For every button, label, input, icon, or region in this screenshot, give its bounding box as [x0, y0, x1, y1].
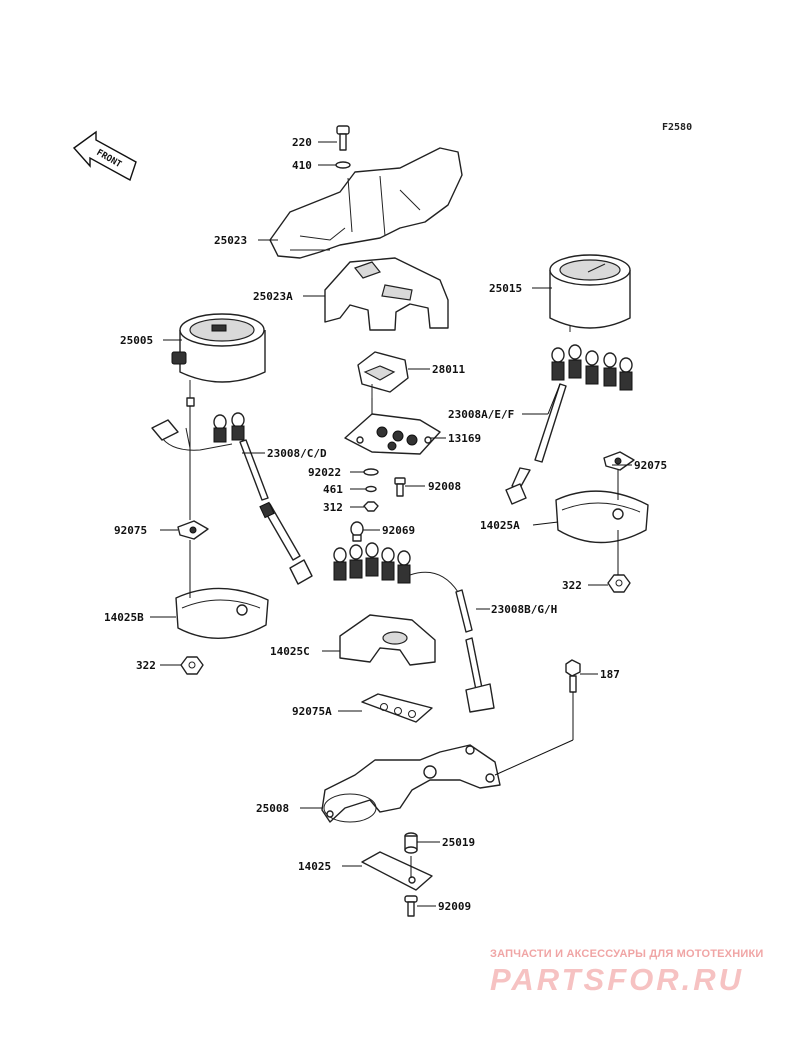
meter-case-14025c: [339, 614, 436, 666]
label-92022: 92022: [308, 466, 341, 479]
harness-23008cd: [151, 412, 313, 585]
collar-25019: [404, 832, 418, 854]
label-28011: 28011: [432, 363, 465, 376]
leader-lines: [150, 141, 632, 907]
label-322-right: 322: [562, 579, 582, 592]
grommet-92075-right: [603, 451, 635, 471]
washer-461: [365, 485, 377, 493]
speedometer-25005: [171, 313, 266, 407]
label-92075-right: 92075: [634, 459, 667, 472]
label-13169: 13169: [448, 432, 481, 445]
plate-14025: [361, 851, 433, 891]
pad-92075a: [361, 693, 433, 723]
label-92069: 92069: [382, 524, 415, 537]
upper-cover-25023: [269, 147, 463, 259]
label-25015: 25015: [489, 282, 522, 295]
label-92075-left: 92075: [114, 524, 147, 537]
label-220: 220: [292, 136, 312, 149]
label-187: 187: [600, 668, 620, 681]
label-25023: 25023: [214, 234, 247, 247]
label-92008: 92008: [428, 480, 461, 493]
meter-case-14025b: [175, 587, 269, 639]
label-25019: 25019: [442, 836, 475, 849]
label-25005: 25005: [120, 334, 153, 347]
grommet-92075-left: [177, 520, 209, 540]
nut-322-right: [607, 574, 631, 593]
washer-410: [335, 161, 351, 169]
watermark-tagline: ЗАПЧАСТИ И АКСЕССУАРЫ ДЛЯ МОТОТЕХНИКИ: [490, 948, 764, 960]
label-410: 410: [292, 159, 312, 172]
label-322-left: 322: [136, 659, 156, 672]
washer-92022: [363, 468, 379, 476]
harness-23008aef: [505, 344, 633, 505]
harness-23008bgh: [333, 542, 495, 713]
label-461: 461: [323, 483, 343, 496]
watermark-logo: PARTSFOR.RU: [490, 962, 745, 997]
label-23008bgh: 23008B/G/H: [491, 603, 557, 616]
label-25008: 25008: [256, 802, 289, 815]
label-92075a: 92075A: [292, 705, 332, 718]
label-23008aef: 23008A/E/F: [448, 408, 514, 421]
label-14025: 14025: [298, 860, 331, 873]
label-14025a: 14025A: [480, 519, 520, 532]
bulb-plate-13169: [344, 413, 441, 455]
bolt-220: [336, 125, 350, 151]
label-23008cd: 23008/C/D: [267, 447, 327, 460]
label-14025c: 14025C: [270, 645, 310, 658]
inner-cover-25023a: [324, 257, 449, 331]
label-14025b: 14025B: [104, 611, 144, 624]
label-92009: 92009: [438, 900, 471, 913]
figure-id: F2580: [662, 122, 692, 133]
sensor-28011: [357, 351, 409, 398]
meter-case-14025a: [555, 490, 649, 544]
label-312: 312: [323, 501, 343, 514]
bulb-92069: [350, 521, 364, 542]
nut-322-left: [180, 656, 204, 675]
label-25023a: 25023A: [253, 290, 293, 303]
nut-312: [363, 501, 379, 512]
screw-92009: [404, 895, 418, 917]
bracket-25008: [321, 744, 501, 823]
screw-92008: [394, 477, 406, 497]
part-labels: 220 410 25023 25023A 25015 25005 28011 2…: [104, 136, 667, 913]
tachometer-25015: [549, 254, 631, 332]
bolt-187: [565, 659, 581, 693]
front-arrow-icon: FRONT: [72, 130, 137, 182]
